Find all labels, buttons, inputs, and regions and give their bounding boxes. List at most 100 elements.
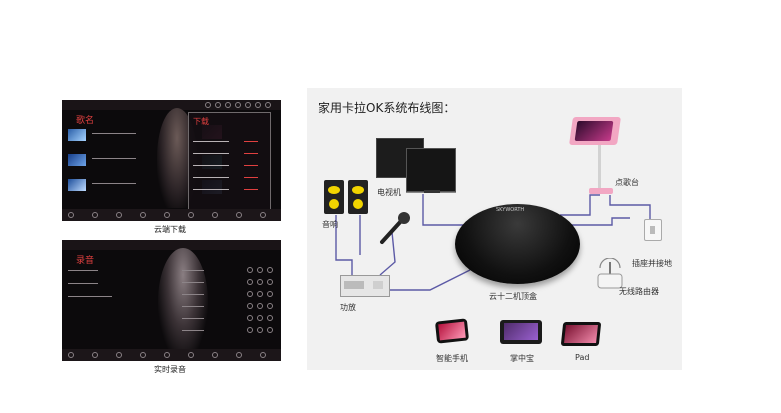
wire-mic-to-amp	[379, 231, 396, 276]
top-icon-6	[255, 102, 261, 108]
row-action-icon[interactable]	[257, 279, 263, 285]
download-panel: 下载	[188, 112, 271, 219]
row-action-icon[interactable]	[257, 291, 263, 297]
download-row[interactable]	[193, 153, 229, 154]
song-list-title: 歌名	[76, 116, 95, 126]
row-action-icon[interactable]	[247, 267, 253, 273]
speaker-right-icon	[348, 180, 368, 214]
top-icon-1	[205, 102, 211, 108]
speaker-label: 音响	[322, 220, 338, 229]
top-icon-2	[215, 102, 221, 108]
song-thumbnail	[68, 179, 86, 191]
row-action-icon[interactable]	[267, 315, 273, 321]
recording-row[interactable]	[68, 296, 112, 297]
bottom-icon[interactable]	[116, 212, 122, 218]
top-icon-7	[265, 102, 271, 108]
bottom-icon[interactable]	[188, 212, 194, 218]
wire-hub-to-amp	[390, 269, 471, 291]
socket-icon	[644, 219, 662, 241]
row-action-icon[interactable]	[267, 267, 273, 273]
recording-row[interactable]	[68, 270, 98, 271]
screen-bottom-bar	[62, 349, 281, 361]
kiosk-base	[589, 188, 613, 194]
song-thumbnail	[68, 154, 86, 166]
router-icon	[597, 258, 623, 289]
kiosk-screen	[569, 117, 621, 145]
screen-bottom-bar	[62, 209, 281, 221]
song-row[interactable]	[68, 177, 156, 195]
download-row[interactable]	[193, 189, 229, 190]
cloud-download-screenshot: 歌名 下载	[62, 100, 281, 221]
hub-label: 云十二机顶盒	[489, 292, 537, 301]
top-icon-5	[245, 102, 251, 108]
row-action-icon[interactable]	[247, 303, 253, 309]
bottom-icon[interactable]	[260, 352, 266, 358]
row-action-icon[interactable]	[257, 303, 263, 309]
row-action-icon[interactable]	[257, 327, 263, 333]
row-action-icon[interactable]	[267, 279, 273, 285]
download-row-status	[244, 177, 258, 178]
song-row[interactable]	[68, 127, 156, 145]
recording-list-row[interactable]	[182, 270, 204, 271]
download-panel-title: 下载	[193, 117, 209, 126]
bottom-icon[interactable]	[92, 352, 98, 358]
microphone-icon	[380, 212, 410, 244]
bottom-icon[interactable]	[212, 212, 218, 218]
song-text-line	[92, 183, 136, 184]
recording-list-row[interactable]	[182, 330, 204, 331]
live-recording-screenshot: 录音	[62, 240, 281, 361]
row-action-icon[interactable]	[267, 291, 273, 297]
amplifier-label: 功放	[340, 303, 356, 312]
kiosk-label: 点歌台	[615, 178, 639, 187]
hub-brand: SKYWORTH	[496, 207, 525, 213]
bottom-icon[interactable]	[68, 352, 74, 358]
live-recording-caption: 实时录音	[154, 365, 186, 374]
top-icon-4	[235, 102, 241, 108]
pad-icon	[560, 322, 602, 346]
bottom-icon[interactable]	[116, 352, 122, 358]
router-label: 无线路由器	[619, 287, 659, 296]
download-row-status	[244, 165, 258, 166]
handheld-icon	[500, 320, 542, 344]
cloud-download-caption: 云端下载	[154, 225, 186, 234]
tv-front	[406, 148, 456, 192]
row-action-icon[interactable]	[247, 279, 253, 285]
song-row[interactable]	[68, 152, 156, 170]
bottom-icon[interactable]	[140, 212, 146, 218]
wire-tv-to-hub	[422, 194, 470, 226]
bottom-icon[interactable]	[236, 212, 242, 218]
bottom-icon[interactable]	[68, 212, 74, 218]
download-row[interactable]	[193, 141, 229, 142]
handheld-label: 掌中宝	[510, 354, 534, 363]
amplifier-icon	[340, 275, 390, 297]
bottom-icon[interactable]	[260, 212, 266, 218]
bottom-icon[interactable]	[188, 352, 194, 358]
speaker-left-icon	[324, 180, 344, 214]
download-row[interactable]	[193, 177, 229, 178]
bottom-icon[interactable]	[164, 212, 170, 218]
diagram-title: 家用卡拉OK系统布线图：	[318, 101, 456, 115]
recording-list-row[interactable]	[182, 282, 204, 283]
top-icon-3	[225, 102, 231, 108]
recording-list-row[interactable]	[182, 294, 204, 295]
bottom-icon[interactable]	[212, 352, 218, 358]
row-action-icon[interactable]	[257, 315, 263, 321]
row-action-icon[interactable]	[247, 315, 253, 321]
bottom-icon[interactable]	[236, 352, 242, 358]
recording-list-row[interactable]	[182, 318, 204, 319]
recording-row[interactable]	[68, 283, 98, 284]
download-row-status	[244, 189, 258, 190]
row-action-icon[interactable]	[247, 291, 253, 297]
row-action-icon[interactable]	[247, 327, 253, 333]
bottom-icon[interactable]	[140, 352, 146, 358]
recording-list-row[interactable]	[182, 306, 204, 307]
socket-label: 插座并接地	[632, 259, 672, 268]
row-action-icon[interactable]	[257, 267, 263, 273]
screen-top-bar	[62, 240, 281, 250]
download-row[interactable]	[193, 165, 229, 166]
row-action-icon[interactable]	[267, 327, 273, 333]
download-row-status	[244, 153, 258, 154]
bottom-icon[interactable]	[164, 352, 170, 358]
row-action-icon[interactable]	[267, 303, 273, 309]
bottom-icon[interactable]	[92, 212, 98, 218]
